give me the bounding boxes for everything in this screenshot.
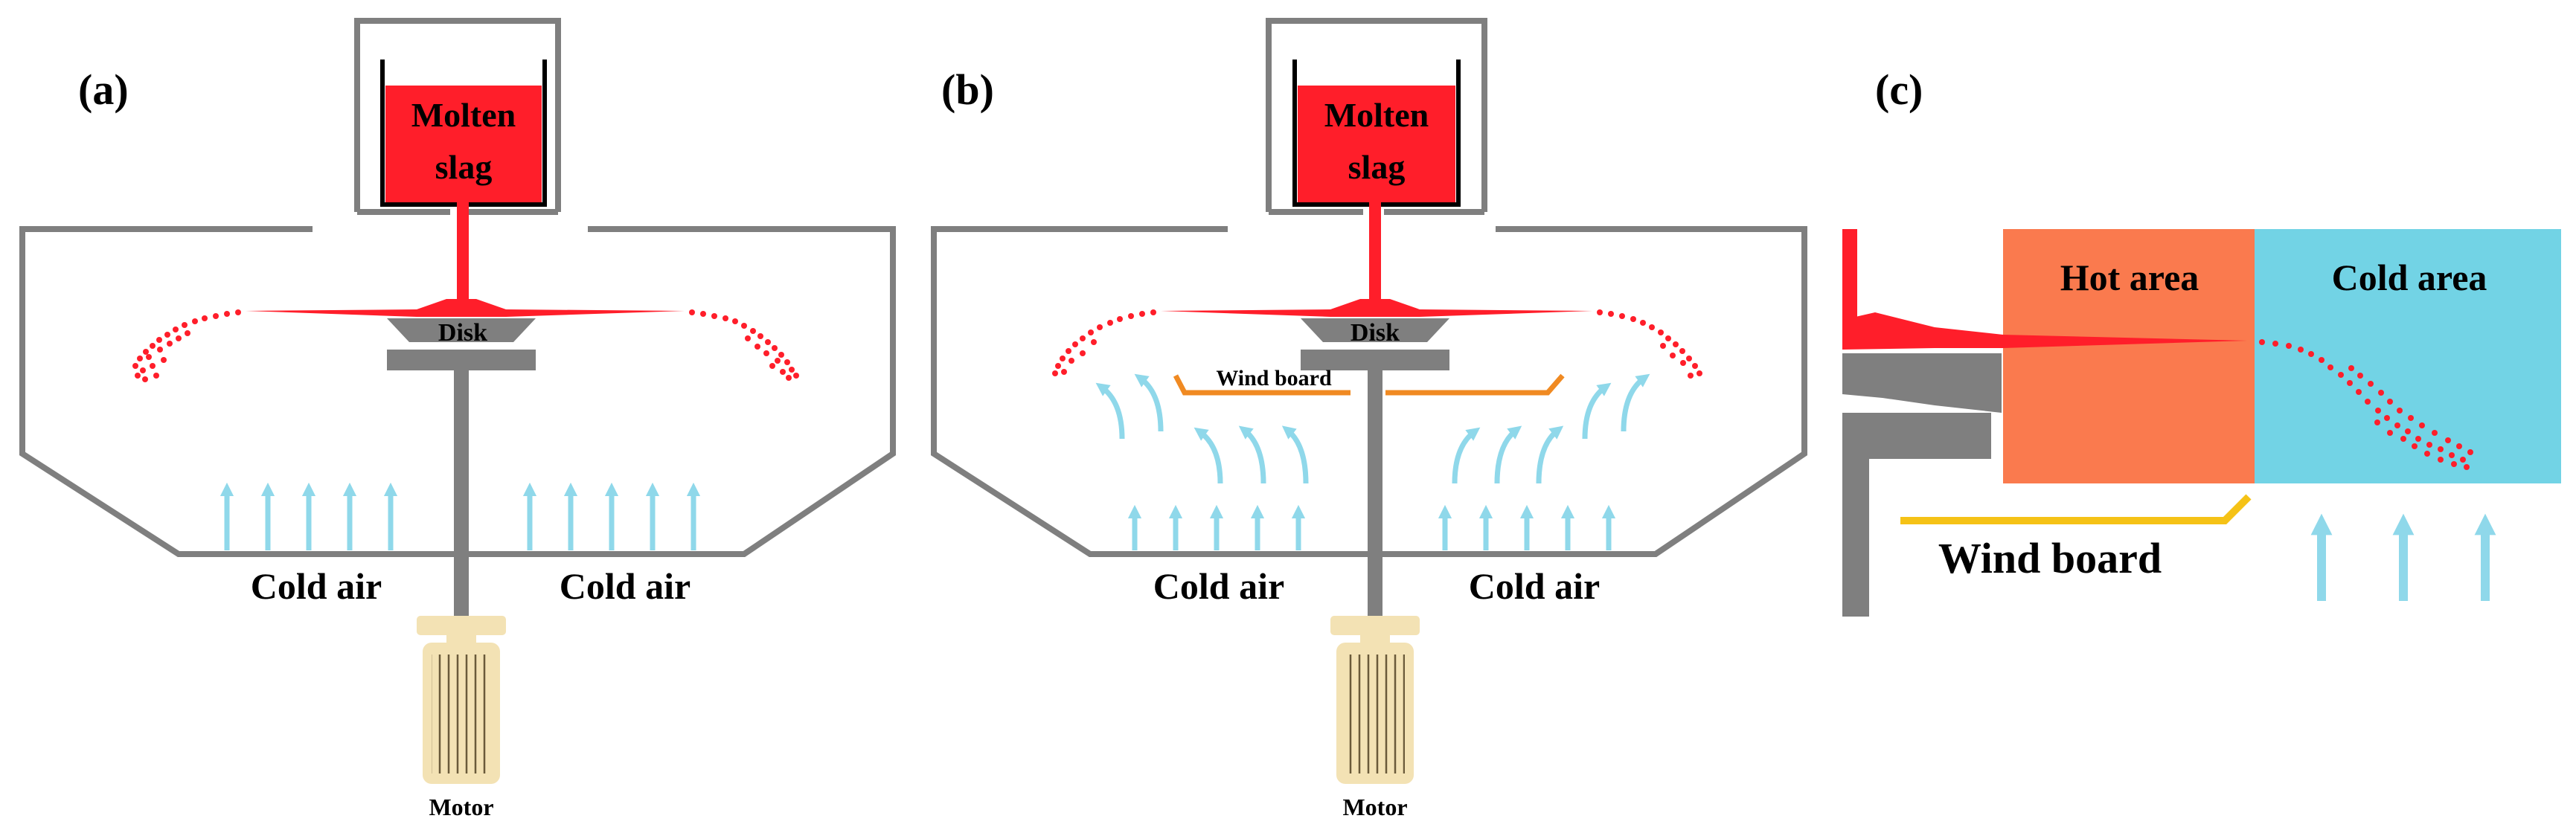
molten-slag-label: slag [435, 148, 493, 186]
disk-edge-detail [1842, 229, 2247, 617]
molten-slag-pool [385, 86, 542, 202]
molten-slag-label: Molten [1324, 96, 1429, 134]
motor: Motor [1330, 616, 1420, 820]
cold-air-label: Cold air [1469, 565, 1600, 607]
panel-label: (a) [78, 65, 129, 114]
disk-label: Disk [1351, 319, 1400, 347]
spinning-disk: Disk [387, 318, 536, 370]
cold-air-arrows [2310, 513, 2496, 601]
hot-area-zone [2003, 229, 2255, 483]
panel-b: (b) Molten slag Disk [931, 18, 1807, 820]
slag-furnace: Molten slag [354, 18, 561, 215]
drive-shaft [1368, 370, 1382, 617]
motor-label: Motor [1342, 794, 1407, 820]
cold-air-label: Cold air [560, 565, 691, 607]
slag-droplets [1597, 309, 1702, 379]
deflected-air-arrows [1095, 373, 1650, 484]
panel-label: (c) [1875, 65, 1923, 114]
molten-slag-label: Molten [411, 96, 516, 134]
panel-c: (c) Hot area Cold area [1842, 65, 2561, 617]
wind-board-label: Wind board [1216, 366, 1332, 390]
slag-droplets [132, 309, 241, 382]
cold-air-arrows [1127, 504, 1616, 550]
slag-stream [457, 202, 469, 303]
cold-air-label: Cold air [1153, 565, 1284, 607]
panel-label: (b) [941, 65, 994, 114]
cold-air-arrows [220, 482, 701, 550]
slag-furnace: Molten slag [1266, 18, 1487, 215]
wind-board: Wind board [1173, 366, 1565, 396]
panel-a: (a) Molten slag Disk [19, 18, 896, 820]
disk-label: Disk [438, 319, 487, 347]
slag-droplets [1052, 309, 1156, 376]
slag-stream [1369, 202, 1381, 303]
motor: Motor [417, 616, 506, 820]
motor-label: Motor [429, 794, 493, 820]
slag-film [1161, 299, 1592, 317]
wind-board-label: Wind board [1938, 534, 2162, 582]
wind-board: Wind board [1900, 494, 2252, 582]
drive-shaft [454, 370, 469, 617]
spinning-disk: Disk [1301, 318, 1449, 370]
hot-area-label: Hot area [2060, 257, 2199, 298]
molten-slag-pool [1298, 86, 1455, 202]
cold-area-label: Cold area [2332, 257, 2487, 298]
cold-air-label: Cold air [251, 565, 382, 607]
slag-droplets [2259, 339, 2473, 470]
slag-droplets [689, 309, 799, 381]
cold-area-zone [2255, 229, 2561, 483]
molten-slag-label: slag [1348, 148, 1406, 186]
slag-film [246, 299, 685, 317]
